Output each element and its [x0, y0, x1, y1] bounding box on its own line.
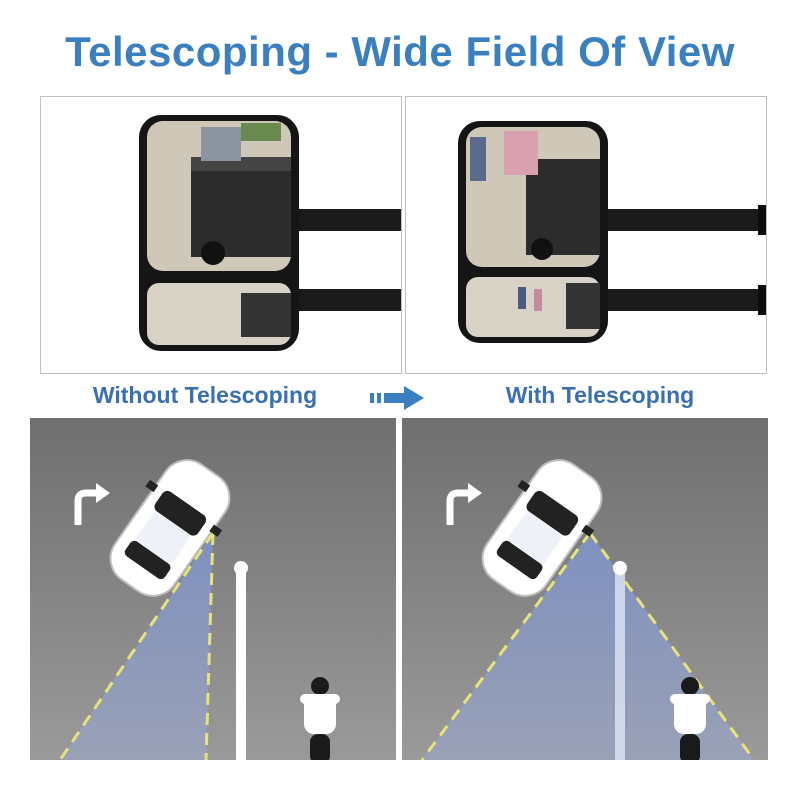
- label-without-telescoping: Without Telescoping: [92, 382, 318, 408]
- road-scene-with-telescoping: [402, 418, 768, 760]
- turn-right-arrow-icon: [446, 483, 482, 525]
- mirror-photo-with-telescoping: [405, 96, 767, 374]
- double-arrow-right-icon: [368, 383, 428, 413]
- road-scene-without-telescoping: [30, 418, 396, 760]
- mirror-illustration: [458, 121, 766, 343]
- mirror-illustration: [139, 115, 401, 351]
- page-title: Telescoping - Wide Field Of View: [65, 28, 735, 75]
- turn-right-arrow-icon: [74, 483, 110, 525]
- car-icon: [109, 459, 231, 597]
- motorcyclist-icon: [300, 677, 340, 760]
- car-icon: [481, 459, 603, 597]
- mirror-photo-without-telescoping: [40, 96, 402, 374]
- motorcyclist-icon: [670, 677, 710, 760]
- view-cone: [422, 533, 754, 760]
- label-with-telescoping: With Telescoping: [505, 382, 695, 408]
